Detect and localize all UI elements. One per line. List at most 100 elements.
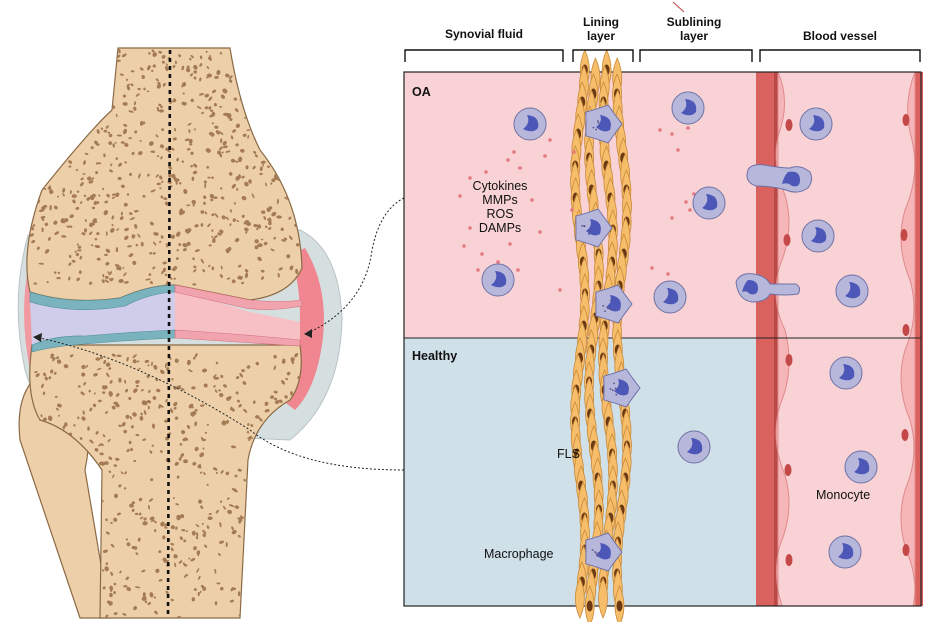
mediator-dot: [506, 158, 510, 162]
bone-pore: [254, 496, 258, 500]
bone-pore: [252, 117, 257, 122]
bone-pore: [269, 530, 274, 535]
bone-pore: [296, 122, 302, 128]
bone-pore: [248, 550, 251, 553]
bone-pore: [257, 531, 261, 535]
mediator-dot: [496, 260, 500, 264]
bone-pore: [295, 179, 301, 184]
mediator-dot: [458, 194, 462, 198]
column-headers: Synovial fluid Lining layer Sublining la…: [405, 2, 920, 62]
bone-pore: [87, 475, 91, 478]
bone-pore: [291, 580, 297, 585]
header-synovial-fluid: Synovial fluid: [445, 27, 523, 41]
bone-pore: [243, 557, 248, 561]
bone-pore: [267, 145, 272, 150]
bone-pore: [76, 93, 80, 98]
bone-pore: [295, 575, 300, 579]
bone-pore: [280, 167, 286, 173]
bone-pore: [69, 602, 74, 607]
mediator-dot: [676, 148, 680, 152]
bone-pore: [284, 605, 288, 609]
bone-pore: [249, 179, 252, 181]
bone-pore: [271, 518, 276, 521]
bone-pore: [58, 161, 62, 165]
bone-pore: [74, 84, 76, 87]
bone-pore: [192, 283, 196, 285]
bone-pore: [55, 608, 60, 612]
bone-pore: [54, 79, 57, 83]
bone-pore: [52, 120, 56, 124]
bone-pore: [51, 147, 54, 151]
bone-pore: [276, 496, 283, 502]
bone-pore: [76, 125, 82, 131]
bracket-blood-vessel: [760, 50, 920, 62]
bone-pore: [270, 453, 274, 457]
bone-pore: [76, 89, 80, 95]
bone-pore: [43, 163, 47, 168]
bone-pore: [247, 61, 251, 66]
bone-pore: [283, 69, 287, 72]
bone-pore: [94, 470, 98, 473]
bone-pore: [282, 592, 287, 598]
bone-pore: [254, 55, 258, 60]
bone-pore: [33, 173, 39, 179]
bone-pore: [106, 231, 108, 235]
bone-pore: [107, 85, 110, 88]
bone-pore: [277, 516, 280, 519]
bone-pore: [51, 65, 54, 68]
bone-pore: [267, 450, 270, 455]
mediator-dot: [572, 150, 576, 154]
bone-pore: [288, 106, 293, 112]
mediator-dot: [476, 268, 480, 272]
bone-pore: [38, 174, 40, 178]
bone-pore: [289, 172, 293, 176]
bone-pore: [260, 477, 265, 482]
bone-pore: [289, 498, 293, 502]
bone-pore: [44, 166, 47, 169]
bone-pore: [94, 499, 99, 504]
bone-pore: [51, 87, 56, 92]
bone-pore: [60, 114, 63, 117]
bone-pore: [298, 100, 302, 104]
bone-pore: [254, 101, 259, 106]
mediator-dot: [684, 200, 688, 204]
bone-pore: [66, 105, 70, 109]
bone-pore: [71, 84, 75, 87]
header-sublining-line1: Sublining: [667, 15, 722, 29]
bone-pore: [71, 80, 76, 83]
bone-pore: [32, 78, 36, 82]
bone-pore: [252, 525, 258, 531]
bone-pore: [48, 145, 54, 150]
bone-pore: [288, 104, 292, 108]
bone-pore: [253, 561, 256, 564]
bone-pore: [64, 150, 70, 156]
bone-pore: [97, 71, 100, 75]
bone-pore: [277, 462, 283, 467]
bone-pore: [65, 605, 69, 610]
mediator-dot: [480, 252, 484, 256]
mediator-dot: [670, 132, 674, 136]
bone-pore: [264, 554, 270, 560]
bone-pore: [295, 214, 298, 219]
bone-pore: [34, 526, 38, 532]
bone-pore: [35, 506, 38, 510]
bone-pore: [63, 75, 69, 81]
bone-pore: [273, 479, 276, 482]
mediator-dot: [468, 226, 472, 230]
bone-pore: [86, 87, 92, 93]
bone-pore: [293, 512, 299, 518]
bone-pore: [38, 77, 44, 83]
bone-pore: [273, 452, 279, 459]
bone-pore: [33, 87, 38, 92]
bone-pore: [252, 122, 257, 127]
monocyte: [678, 431, 710, 463]
bone-pore: [247, 612, 252, 616]
bone-pore: [293, 55, 298, 61]
bone-pore: [48, 101, 51, 104]
mediator-dot: [516, 268, 520, 272]
bone-pore: [60, 93, 64, 96]
label-monocyte: Monocyte: [816, 488, 870, 502]
bone-pore: [298, 52, 301, 54]
bone-pore: [277, 596, 282, 600]
